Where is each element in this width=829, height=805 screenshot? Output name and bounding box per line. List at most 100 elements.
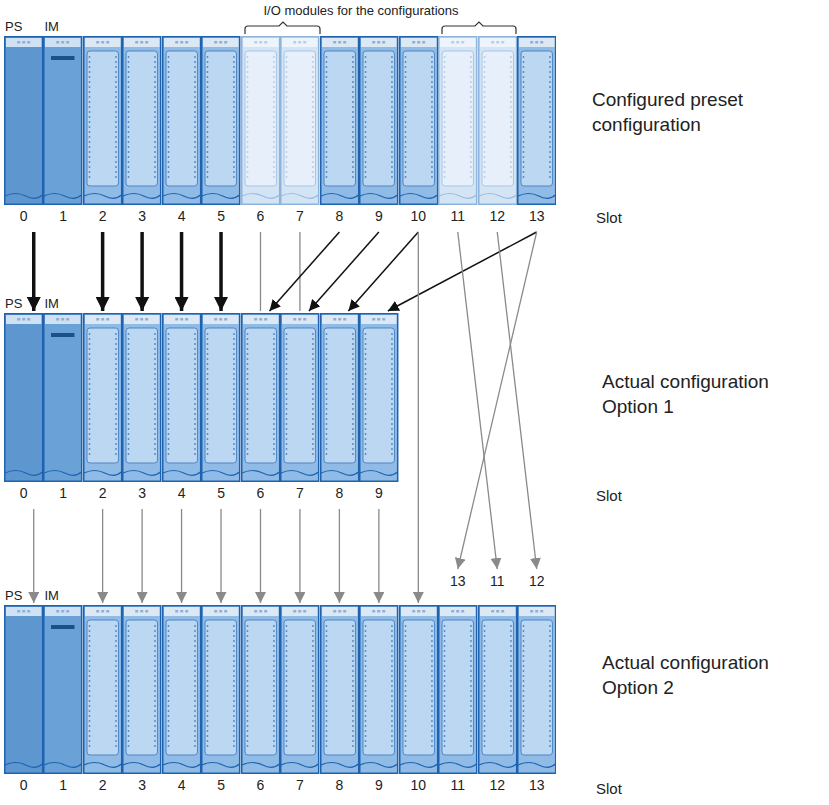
led-dot xyxy=(293,41,296,44)
slot-number: 8 xyxy=(320,777,359,793)
terminal-row xyxy=(431,56,432,181)
terminal-row xyxy=(168,56,169,181)
brace xyxy=(245,22,320,34)
front-panel xyxy=(87,328,118,463)
display-bar xyxy=(51,56,74,60)
front-panel xyxy=(205,328,236,463)
io-module: 7 xyxy=(280,36,319,205)
led-dot xyxy=(343,41,346,44)
io-module: 8 xyxy=(320,313,359,482)
module-wave xyxy=(84,763,121,768)
module-wave xyxy=(281,471,318,476)
module-wave xyxy=(5,471,42,476)
slot-number: 0 xyxy=(4,208,43,224)
front-panel xyxy=(166,51,197,186)
slot-callout: 12 xyxy=(522,572,552,590)
led-dot xyxy=(101,610,104,613)
terminal-row xyxy=(352,333,353,458)
module-graphic xyxy=(241,36,280,205)
led-dot xyxy=(185,610,188,613)
module-graphic xyxy=(201,36,240,205)
module-body xyxy=(123,606,161,774)
slot-number: 9 xyxy=(359,208,398,224)
slot-number: 4 xyxy=(162,777,201,793)
front-panel xyxy=(482,51,513,186)
brace xyxy=(442,22,516,34)
module-body xyxy=(518,606,556,774)
mapping-line xyxy=(141,509,142,603)
led-dot xyxy=(491,610,494,613)
module-top xyxy=(45,315,80,324)
led-dot xyxy=(540,610,543,613)
module-top xyxy=(519,38,554,47)
display-bar xyxy=(51,333,74,337)
display-bar xyxy=(51,625,74,629)
io-module: 8 xyxy=(320,605,359,774)
terminal-row xyxy=(444,56,445,181)
terminal-row xyxy=(273,333,274,458)
row-title: Configured preset configuration xyxy=(592,88,792,137)
led-dot xyxy=(101,318,104,321)
led-dot xyxy=(254,318,257,321)
module-body xyxy=(241,606,279,774)
module-body xyxy=(5,606,43,774)
module-graphic xyxy=(122,36,161,205)
led-dot xyxy=(264,318,267,321)
module-graphic xyxy=(162,313,201,482)
led-dot xyxy=(496,610,499,613)
module-wave xyxy=(281,763,318,768)
terminal-row xyxy=(365,333,366,458)
module-body xyxy=(84,37,122,205)
module-body xyxy=(399,606,437,774)
mapping-line xyxy=(33,509,34,603)
module-body xyxy=(320,37,358,205)
terminal-row xyxy=(470,56,471,181)
module-body xyxy=(518,37,556,205)
led-dot xyxy=(22,318,25,321)
io-module: 2 xyxy=(83,36,122,205)
led-dot xyxy=(338,318,341,321)
module-wave xyxy=(400,194,437,199)
slot-number: 0 xyxy=(4,777,43,793)
led-dot xyxy=(293,318,296,321)
front-panel xyxy=(324,51,355,186)
led-dot xyxy=(62,41,65,44)
front-panel xyxy=(284,51,315,186)
led-dot xyxy=(22,610,25,613)
module-body xyxy=(320,314,358,482)
slot-number: 12 xyxy=(478,208,517,224)
led-dot xyxy=(343,318,346,321)
terminal-row xyxy=(246,333,247,458)
led-dot xyxy=(298,41,301,44)
front-panel xyxy=(521,620,552,755)
module-graphic xyxy=(280,313,319,482)
module-top xyxy=(6,315,41,324)
io-module: 6 xyxy=(241,605,280,774)
mapping-arrow xyxy=(32,232,36,311)
slot-number: 3 xyxy=(122,485,161,501)
power-supply-module: PS0 xyxy=(4,605,43,774)
io-module: 7 xyxy=(280,313,319,482)
led-dot xyxy=(377,610,380,613)
module-wave xyxy=(360,763,397,768)
io-module: 9 xyxy=(359,36,398,205)
front-panel xyxy=(126,620,157,755)
led-dot xyxy=(377,41,380,44)
led-dot xyxy=(417,41,420,44)
module-body xyxy=(439,37,477,205)
terminal-row xyxy=(352,625,353,750)
led-dot xyxy=(333,318,336,321)
io-module: 5 xyxy=(201,313,240,482)
terminal-row xyxy=(404,625,405,750)
front-panel xyxy=(245,620,276,755)
module-graphic xyxy=(43,313,82,482)
module-wave xyxy=(163,471,200,476)
led-dot xyxy=(17,318,20,321)
module-wave xyxy=(84,194,121,199)
slot-number: 5 xyxy=(201,485,240,501)
module-graphic xyxy=(241,313,280,482)
led-dot xyxy=(293,610,296,613)
module-top xyxy=(6,607,41,616)
led-dot xyxy=(62,318,65,321)
led-dot xyxy=(501,41,504,44)
